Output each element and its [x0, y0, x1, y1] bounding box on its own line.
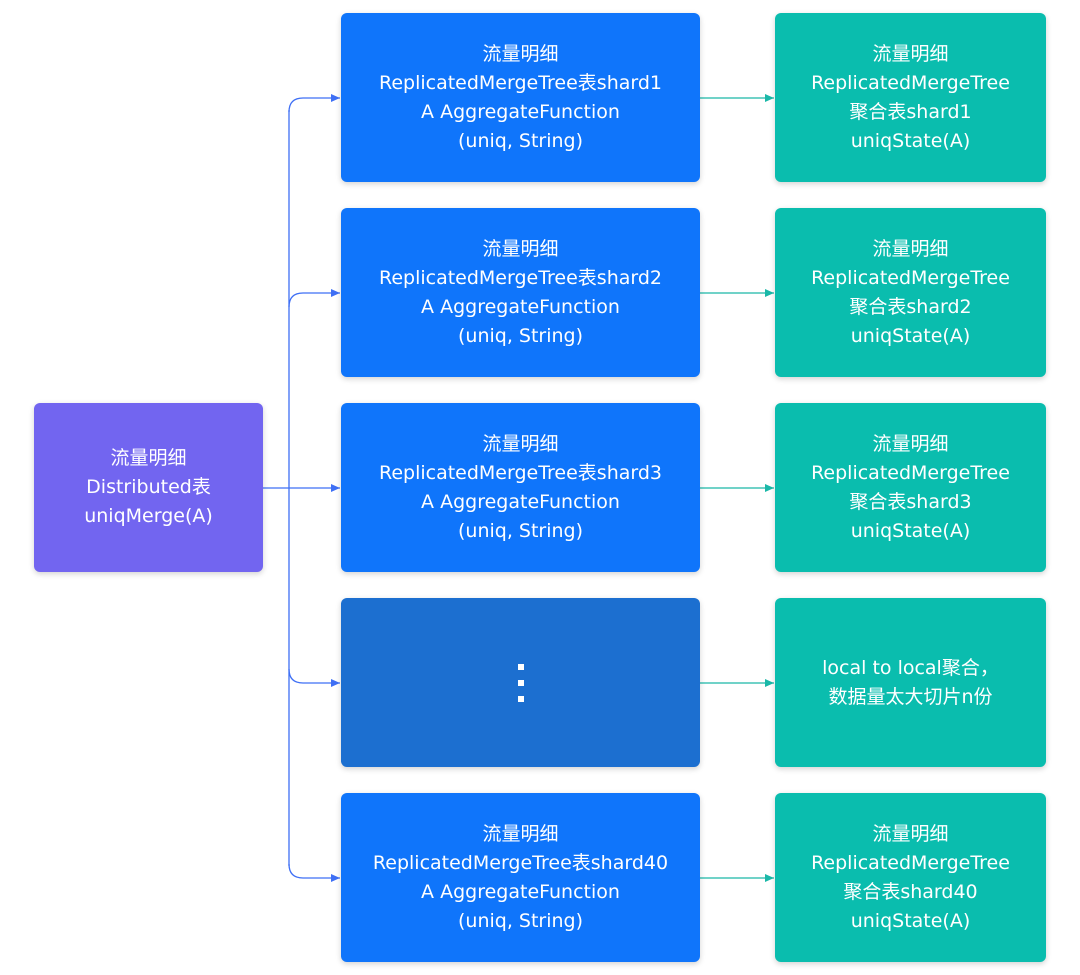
aggregate-note-line2: 数据量太大切片n份 [828, 685, 993, 708]
aggregate-node-function: uniqState(A) [850, 324, 971, 347]
aggregate-node-table: 聚合表shard3 [849, 490, 972, 513]
shard-node-type: (uniq, String) [457, 129, 584, 152]
shard-node-table: ReplicatedMergeTree表shard1 [378, 71, 663, 94]
shard-node-column: A AggregateFunction [421, 490, 620, 513]
shard-node-column: A AggregateFunction [421, 100, 620, 123]
shard-node-ellipsis [341, 598, 700, 767]
aggregate-node-title: 流量明细 [872, 237, 949, 260]
aggregate-node-40: 流量明细 ReplicatedMergeTree 聚合表shard40 uniq… [775, 793, 1046, 962]
shard-node-column: A AggregateFunction [421, 880, 620, 903]
aggregate-node-title: 流量明细 [872, 42, 949, 65]
shard-node-title: 流量明细 [482, 237, 559, 260]
shard-node-type: (uniq, String) [457, 324, 584, 347]
shard-node-table: ReplicatedMergeTree表shard40 [372, 851, 669, 874]
shard-node-type: (uniq, String) [457, 519, 584, 542]
aggregate-node-1: 流量明细 ReplicatedMergeTree 聚合表shard1 uniqS… [775, 13, 1046, 182]
branch-arrow-1 [288, 94, 340, 113]
distributed-table-node: 流量明细 Distributed表 uniqMerge(A) [34, 403, 263, 572]
distributed-node-table: Distributed表 [86, 476, 211, 498]
vertical-ellipsis-icon [517, 663, 524, 702]
shard-node-2: 流量明细 ReplicatedMergeTree表shard2 A Aggreg… [341, 208, 700, 377]
aggregate-node-function: uniqState(A) [850, 519, 971, 542]
aggregate-node-3: 流量明细 ReplicatedMergeTree 聚合表shard3 uniqS… [775, 403, 1046, 572]
aggregate-node-engine: ReplicatedMergeTree [811, 71, 1010, 94]
shard-node-40: 流量明细 ReplicatedMergeTree表shard40 A Aggre… [341, 793, 700, 962]
aggregate-node-note: local to local聚合， 数据量太大切片n份 [775, 598, 1046, 767]
aggregate-note-line1: local to local聚合， [822, 656, 999, 679]
aggregate-node-table: 聚合表shard40 [843, 880, 978, 903]
aggregate-node-engine: ReplicatedMergeTree [811, 851, 1010, 874]
aggregate-node-table: 聚合表shard1 [849, 100, 972, 123]
aggregate-node-function: uniqState(A) [850, 129, 971, 152]
shard-node-table: ReplicatedMergeTree表shard2 [378, 266, 663, 289]
shard-node-column: A AggregateFunction [421, 295, 620, 318]
shard-node-title: 流量明细 [482, 42, 559, 65]
branch-arrow-2 [288, 289, 340, 308]
aggregate-node-title: 流量明细 [872, 822, 949, 845]
shard-node-table: ReplicatedMergeTree表shard3 [378, 461, 663, 484]
shard-node-1: 流量明细 ReplicatedMergeTree表shard1 A Aggreg… [341, 13, 700, 182]
aggregate-node-2: 流量明细 ReplicatedMergeTree 聚合表shard2 uniqS… [775, 208, 1046, 377]
distributed-node-function: uniqMerge(A) [84, 505, 213, 527]
shard-node-type: (uniq, String) [457, 909, 584, 932]
aggregate-node-table: 聚合表shard2 [849, 295, 972, 318]
aggregate-node-title: 流量明细 [872, 432, 949, 455]
shard-node-title: 流量明细 [482, 432, 559, 455]
branch-arrow-5 [288, 863, 340, 882]
distributed-node-title: 流量明细 [110, 447, 187, 469]
branch-arrow-4 [288, 668, 340, 687]
aggregate-node-function: uniqState(A) [850, 909, 971, 932]
shard-node-3: 流量明细 ReplicatedMergeTree表shard3 A Aggreg… [341, 403, 700, 572]
shard-node-title: 流量明细 [482, 822, 559, 845]
aggregate-node-engine: ReplicatedMergeTree [811, 266, 1010, 289]
aggregate-node-engine: ReplicatedMergeTree [811, 461, 1010, 484]
